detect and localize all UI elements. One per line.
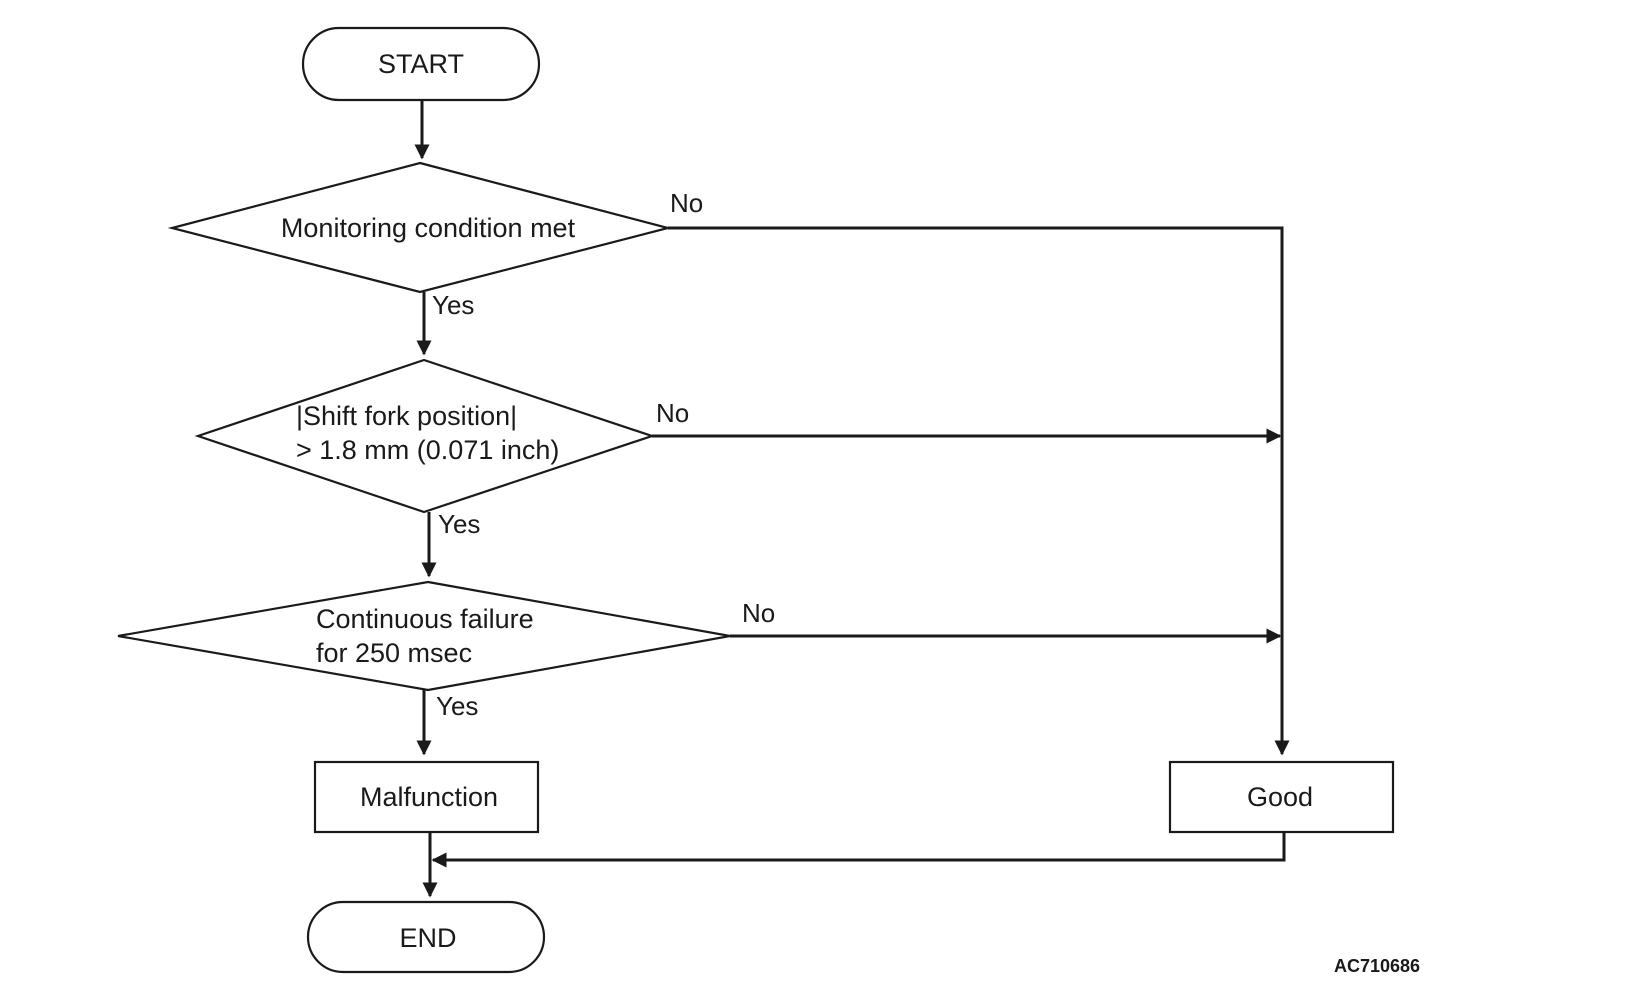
d2-no-label: No [656,398,689,428]
end-label: END [399,923,456,953]
decision3-label-line2: for 250 msec [316,638,472,668]
start-label: START [378,49,464,79]
decision-shift-fork-position [194,358,656,514]
good-label: Good [1247,782,1313,812]
decision1-label: Monitoring condition met [281,213,576,243]
arrow-good-to-merge [431,832,1286,868]
malfunction-box [313,760,540,834]
d2-yes-label: Yes [438,509,480,539]
d1-yes-label: Yes [432,290,474,320]
decision2-label-line2: > 1.8 mm (0.071 inch) [296,435,559,465]
end-terminal [306,900,546,974]
good-box [1168,760,1395,834]
d1-no-label: No [670,188,703,218]
decision-monitoring-condition [167,161,673,294]
decision-continuous-failure [117,580,731,692]
figure-code: AC710686 [1334,956,1420,976]
d3-no-label: No [742,598,775,628]
decision3-label-line1: Continuous failure [316,604,534,634]
decision2-label-line1: |Shift fork position| [296,401,517,431]
arrow-d1-no-to-good [668,226,1290,756]
malfunction-label: Malfunction [360,782,498,812]
d3-yes-label: Yes [436,691,478,721]
